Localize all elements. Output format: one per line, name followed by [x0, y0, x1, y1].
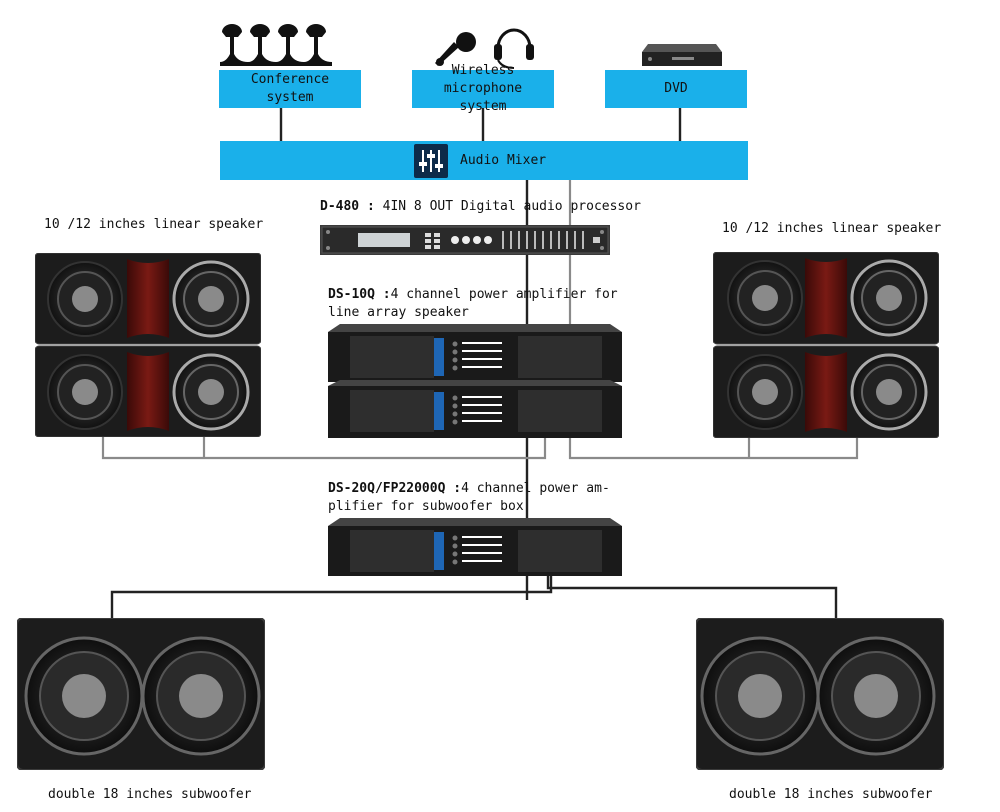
conference-microphones-icon [220, 24, 332, 66]
line-amp-model: DS-10Q [328, 287, 375, 302]
line-amp-desc-1: 4 channel power amplifier for [390, 287, 618, 302]
wireless-microphone-system-box: Wireless microphone system [412, 63, 554, 114]
line-amp-sep: : [374, 287, 391, 302]
dvd-box: DVD [605, 70, 747, 108]
sub-amp-model: DS-20Q/FP22000Q [328, 481, 446, 496]
right-linear-speaker-stack [713, 252, 939, 438]
sub-amp-desc-1: 4 channel power am- [461, 481, 610, 496]
headset-icon [494, 28, 534, 69]
sub-amp-sep: : [445, 481, 462, 496]
left-subwoofer-label: double 18 inches subwoofer [48, 787, 252, 802]
right-subwoofer-label: double 18 inches subwoofer [729, 787, 933, 802]
left-subwoofer [17, 618, 265, 770]
conference-system-box: Conference system [219, 70, 361, 108]
line-amp-label: DS-10Q :4 channel power amplifier for lin… [328, 286, 618, 322]
sub-amp-desc-2: plifier for subwoofer box [328, 499, 524, 514]
line-amp-desc-2: line array speaker [328, 305, 469, 320]
processor-label: D-480 : 4IN 8 OUT Digital audio processo… [320, 198, 641, 216]
digital-audio-processor [320, 225, 610, 255]
mixer-icon [414, 143, 448, 178]
audio-mixer-bar: Audio Mixer [220, 141, 748, 180]
left-linear-speaker-stack [35, 253, 261, 437]
line-array-amplifier-stack [328, 324, 622, 438]
processor-model: D-480 [320, 199, 360, 214]
dvd-player-icon [642, 44, 722, 66]
left-linear-speaker-label: 10 /12 inches linear speaker [44, 217, 264, 232]
audio-mixer-label: Audio Mixer [460, 152, 547, 168]
sub-amp-label: DS-20Q/FP22000Q :4 channel power am-plif… [328, 480, 610, 516]
right-linear-speaker-label: 10 /12 inches linear speaker [722, 221, 942, 236]
processor-desc: 4IN 8 OUT Digital audio processor [382, 199, 641, 214]
processor-sep: : [359, 199, 383, 214]
handheld-microphone-icon [435, 32, 476, 66]
subwoofer-amplifier [328, 518, 622, 576]
right-subwoofer [696, 618, 944, 770]
